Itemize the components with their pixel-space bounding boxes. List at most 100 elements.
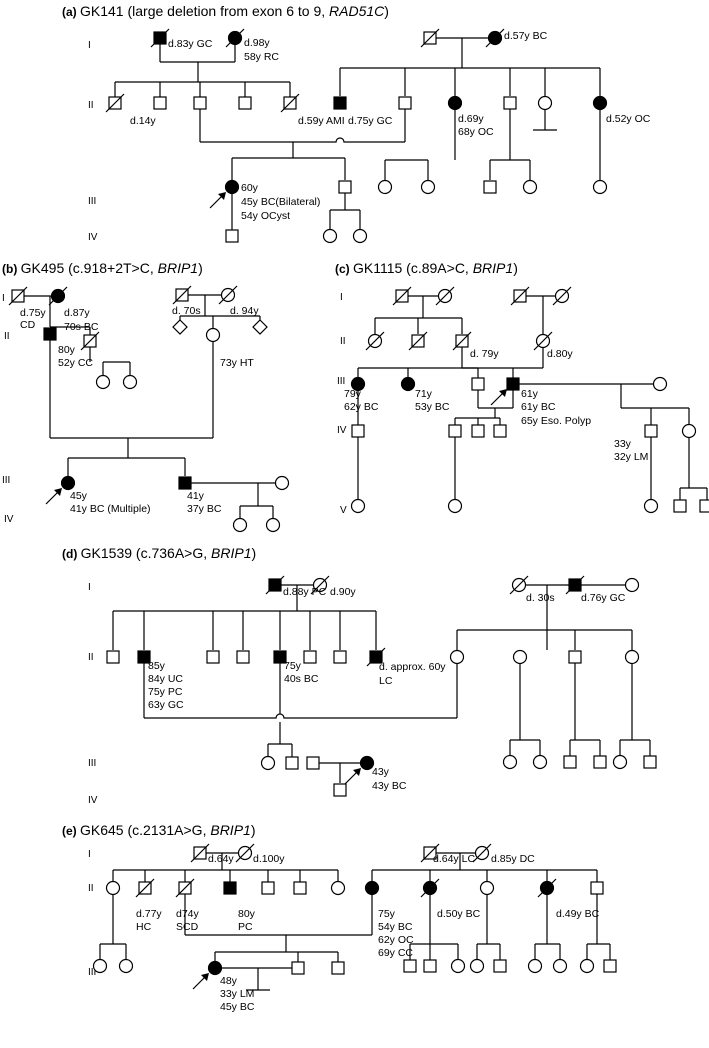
panel-title-part: (d) bbox=[62, 547, 81, 561]
female-symbol bbox=[469, 958, 485, 974]
deceased-marker bbox=[485, 28, 505, 48]
female-symbol bbox=[449, 649, 465, 665]
female-symbol bbox=[527, 958, 543, 974]
female-symbol bbox=[322, 228, 338, 244]
generation-label: II bbox=[88, 100, 94, 111]
individual-label: 84y UC bbox=[148, 673, 183, 685]
proband-arrowhead bbox=[353, 768, 361, 776]
individual-label: d.75y bbox=[20, 307, 46, 319]
generation-label: I bbox=[2, 293, 5, 304]
generation-label: II bbox=[88, 883, 94, 894]
individual-label: d.75y GC bbox=[348, 115, 393, 127]
individual-label: d.80y bbox=[547, 348, 573, 360]
female-symbol bbox=[377, 179, 393, 195]
individual-label: 54y BC bbox=[378, 921, 413, 933]
female-symbol bbox=[420, 179, 436, 195]
individual-label: d.77y bbox=[136, 908, 162, 920]
individual-label: 41y bbox=[187, 490, 205, 502]
male-symbol bbox=[398, 96, 412, 110]
male-symbol bbox=[261, 881, 275, 895]
female-symbol bbox=[260, 755, 276, 771]
deceased-marker bbox=[552, 286, 572, 306]
female-symbol bbox=[592, 179, 608, 195]
unknown-sex-symbol bbox=[172, 319, 188, 335]
panel-b: (b) GK495 (c.918+2T>C, BRIP1)IIIIIIIVd.7… bbox=[2, 260, 290, 533]
affected-female-symbol bbox=[60, 475, 76, 491]
generation-label: IV bbox=[88, 232, 98, 243]
individual-label: 68y OC bbox=[458, 126, 494, 138]
deceased-marker bbox=[435, 286, 455, 306]
deceased-marker bbox=[235, 843, 255, 863]
individual-label: d74y bbox=[176, 908, 200, 920]
deceased-marker bbox=[392, 286, 412, 306]
generation-label: V bbox=[340, 505, 347, 516]
deceased-marker bbox=[420, 28, 440, 48]
individual-label: 62y BC bbox=[344, 401, 379, 413]
individual-label: 32y LM bbox=[614, 451, 648, 463]
individual-label: d.49y BC bbox=[556, 908, 600, 920]
deceased-marker bbox=[565, 575, 585, 595]
panel-title-part: BRIP1 bbox=[473, 260, 513, 276]
panel-title-part: ) bbox=[384, 3, 389, 19]
male-symbol bbox=[333, 650, 347, 664]
deceased-marker bbox=[366, 647, 386, 667]
individual-label: 75y bbox=[284, 660, 302, 672]
generation-label: I bbox=[88, 40, 91, 51]
individual-label: d.64y bbox=[208, 853, 234, 865]
male-symbol bbox=[403, 959, 417, 973]
male-symbol bbox=[673, 499, 687, 513]
female-symbol bbox=[95, 374, 111, 390]
deceased-marker bbox=[8, 286, 28, 306]
individual-label: d. approx. 60y bbox=[379, 661, 446, 673]
male-symbol bbox=[106, 650, 120, 664]
female-symbol bbox=[532, 754, 548, 770]
deceased-marker bbox=[218, 285, 238, 305]
generation-label: IV bbox=[337, 425, 347, 436]
individual-label: 80y bbox=[238, 908, 256, 920]
deceased-marker bbox=[420, 843, 440, 863]
proband-arrowhead bbox=[499, 389, 507, 397]
male-symbol bbox=[483, 180, 497, 194]
female-symbol bbox=[612, 754, 628, 770]
panel-a: (a) GK141 (large deletion from exon 6 to… bbox=[62, 3, 651, 244]
panel-title-part: GK645 (c.2131A>G, bbox=[80, 822, 210, 838]
individual-label: 69y CC bbox=[378, 947, 413, 959]
individual-label: 75y bbox=[378, 908, 396, 920]
panel-title: (a) GK141 (large deletion from exon 6 to… bbox=[62, 3, 389, 19]
individual-label: 58y RC bbox=[244, 51, 279, 63]
female-symbol bbox=[624, 577, 640, 593]
panel-title: (b) GK495 (c.918+2T>C, BRIP1) bbox=[2, 260, 203, 276]
female-symbol bbox=[450, 958, 466, 974]
individual-label: d. 79y bbox=[470, 348, 499, 360]
affected-female-symbol bbox=[400, 376, 416, 392]
individual-label: d.85y DC bbox=[491, 853, 535, 865]
affected-female-symbol bbox=[364, 880, 380, 896]
individual-label: 45y bbox=[70, 490, 88, 502]
generation-label: III bbox=[2, 475, 10, 486]
individual-label: 52y CC bbox=[58, 357, 93, 369]
individual-label: 75y PC bbox=[148, 686, 183, 698]
panel-title-part: RAD51C bbox=[329, 3, 385, 19]
individual-label: d.57y BC bbox=[504, 30, 548, 42]
proband-arrowhead bbox=[201, 973, 209, 981]
panel-title-part: ) bbox=[513, 260, 518, 276]
individual-label: 61y BC bbox=[521, 401, 556, 413]
panel-title: (d) GK1539 (c.736A>G, BRIP1) bbox=[62, 545, 256, 561]
panel-title-part: GK1115 (c.89A>C, bbox=[353, 260, 473, 276]
generation-label: II bbox=[88, 652, 94, 663]
individual-label: d.88y PC bbox=[283, 586, 327, 598]
deceased-marker bbox=[510, 286, 530, 306]
individual-label: d.14y bbox=[130, 115, 156, 127]
individual-label: 41y BC (Multiple) bbox=[70, 503, 151, 515]
female-symbol bbox=[265, 517, 281, 533]
affected-female-symbol bbox=[207, 960, 223, 976]
individual-label: d.87y bbox=[64, 307, 90, 319]
deceased-marker bbox=[280, 93, 300, 113]
male-symbol bbox=[563, 755, 577, 769]
affected-female-symbol bbox=[359, 755, 375, 771]
panel-title-part: (c) bbox=[335, 262, 353, 276]
female-symbol bbox=[92, 958, 108, 974]
generation-label: II bbox=[4, 331, 10, 342]
individual-label: HC bbox=[136, 921, 152, 933]
